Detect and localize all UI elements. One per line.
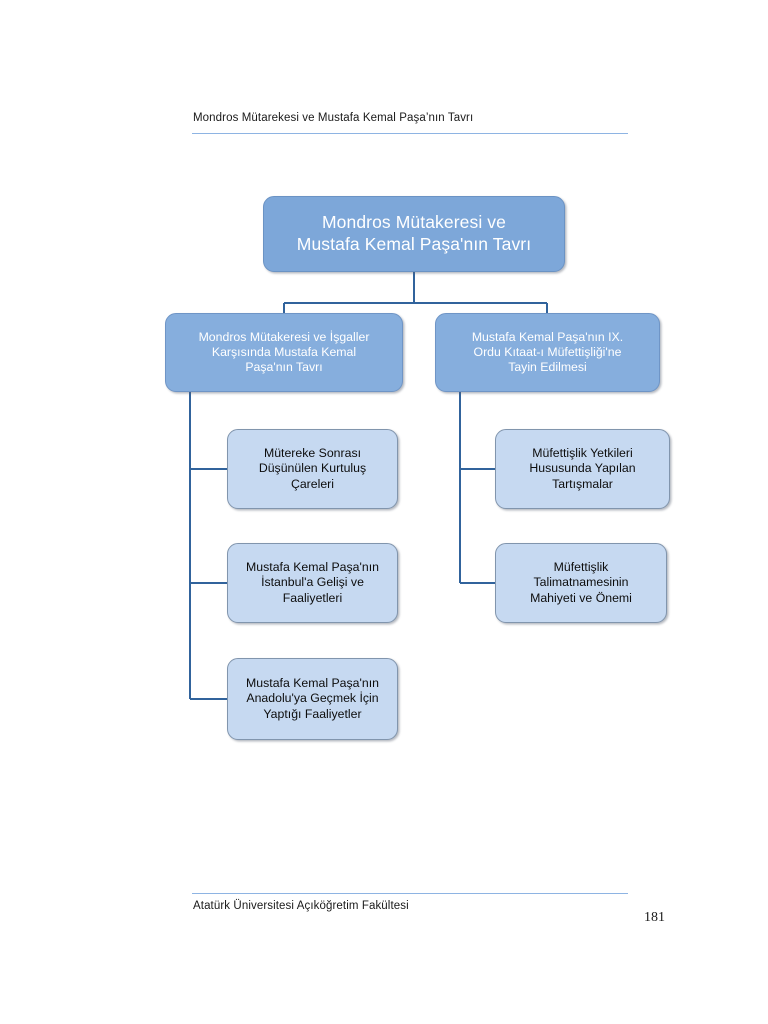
- chart-node-branch-2-leaf-1-label: Müfettişlik Yetkileri Hususunda Yapılan …: [529, 446, 636, 491]
- page-header-title: Mondros Mütarekesi ve Mustafa Kemal Paşa…: [193, 112, 474, 124]
- chart-node-branch-2-leaf-2-label: Müfettişlik Talimatnamesinin Mahiyeti ve…: [530, 560, 632, 605]
- chart-node-branch-1[interactable]: Mondros Mütakeresi ve İşgaller Karşısınd…: [165, 313, 403, 392]
- page-number: 181: [644, 910, 665, 925]
- chart-node-root[interactable]: Mondros Mütakeresi ve Mustafa Kemal Paşa…: [263, 196, 565, 272]
- footer-institution: Atatürk Üniversitesi Açıköğretim Fakülte…: [193, 900, 409, 912]
- chart-node-branch-1-leaf-2-label: Mustafa Kemal Paşa'nın İstanbul'a Gelişi…: [246, 560, 379, 605]
- footer-divider: [192, 893, 628, 894]
- chart-node-branch-1-label: Mondros Mütakeresi ve İşgaller Karşısınd…: [198, 329, 370, 375]
- chart-node-branch-1-leaf-1-label: Mütereke Sonrası Düşünülen Kurtuluş Çare…: [258, 446, 367, 491]
- header-divider: [192, 133, 628, 134]
- chart-node-branch-1-leaf-3[interactable]: Mustafa Kemal Paşa'nın Anadolu'ya Geçmek…: [227, 658, 398, 740]
- chart-node-branch-1-leaf-3-label: Mustafa Kemal Paşa'nın Anadolu'ya Geçmek…: [246, 676, 379, 721]
- chart-node-branch-2-leaf-1[interactable]: Müfettişlik Yetkileri Hususunda Yapılan …: [495, 429, 670, 509]
- chart-node-root-label: Mondros Mütakeresi ve Mustafa Kemal Paşa…: [296, 212, 532, 254]
- chart-node-branch-2-leaf-2[interactable]: Müfettişlik Talimatnamesinin Mahiyeti ve…: [495, 543, 667, 623]
- chart-node-branch-2-label: Mustafa Kemal Paşa'nın IX. Ordu Kıtaat-ı…: [471, 329, 624, 375]
- chart-node-branch-1-leaf-2[interactable]: Mustafa Kemal Paşa'nın İstanbul'a Gelişi…: [227, 543, 398, 623]
- chart-node-branch-1-leaf-1[interactable]: Mütereke Sonrası Düşünülen Kurtuluş Çare…: [227, 429, 398, 509]
- chart-node-branch-2[interactable]: Mustafa Kemal Paşa'nın IX. Ordu Kıtaat-ı…: [435, 313, 660, 392]
